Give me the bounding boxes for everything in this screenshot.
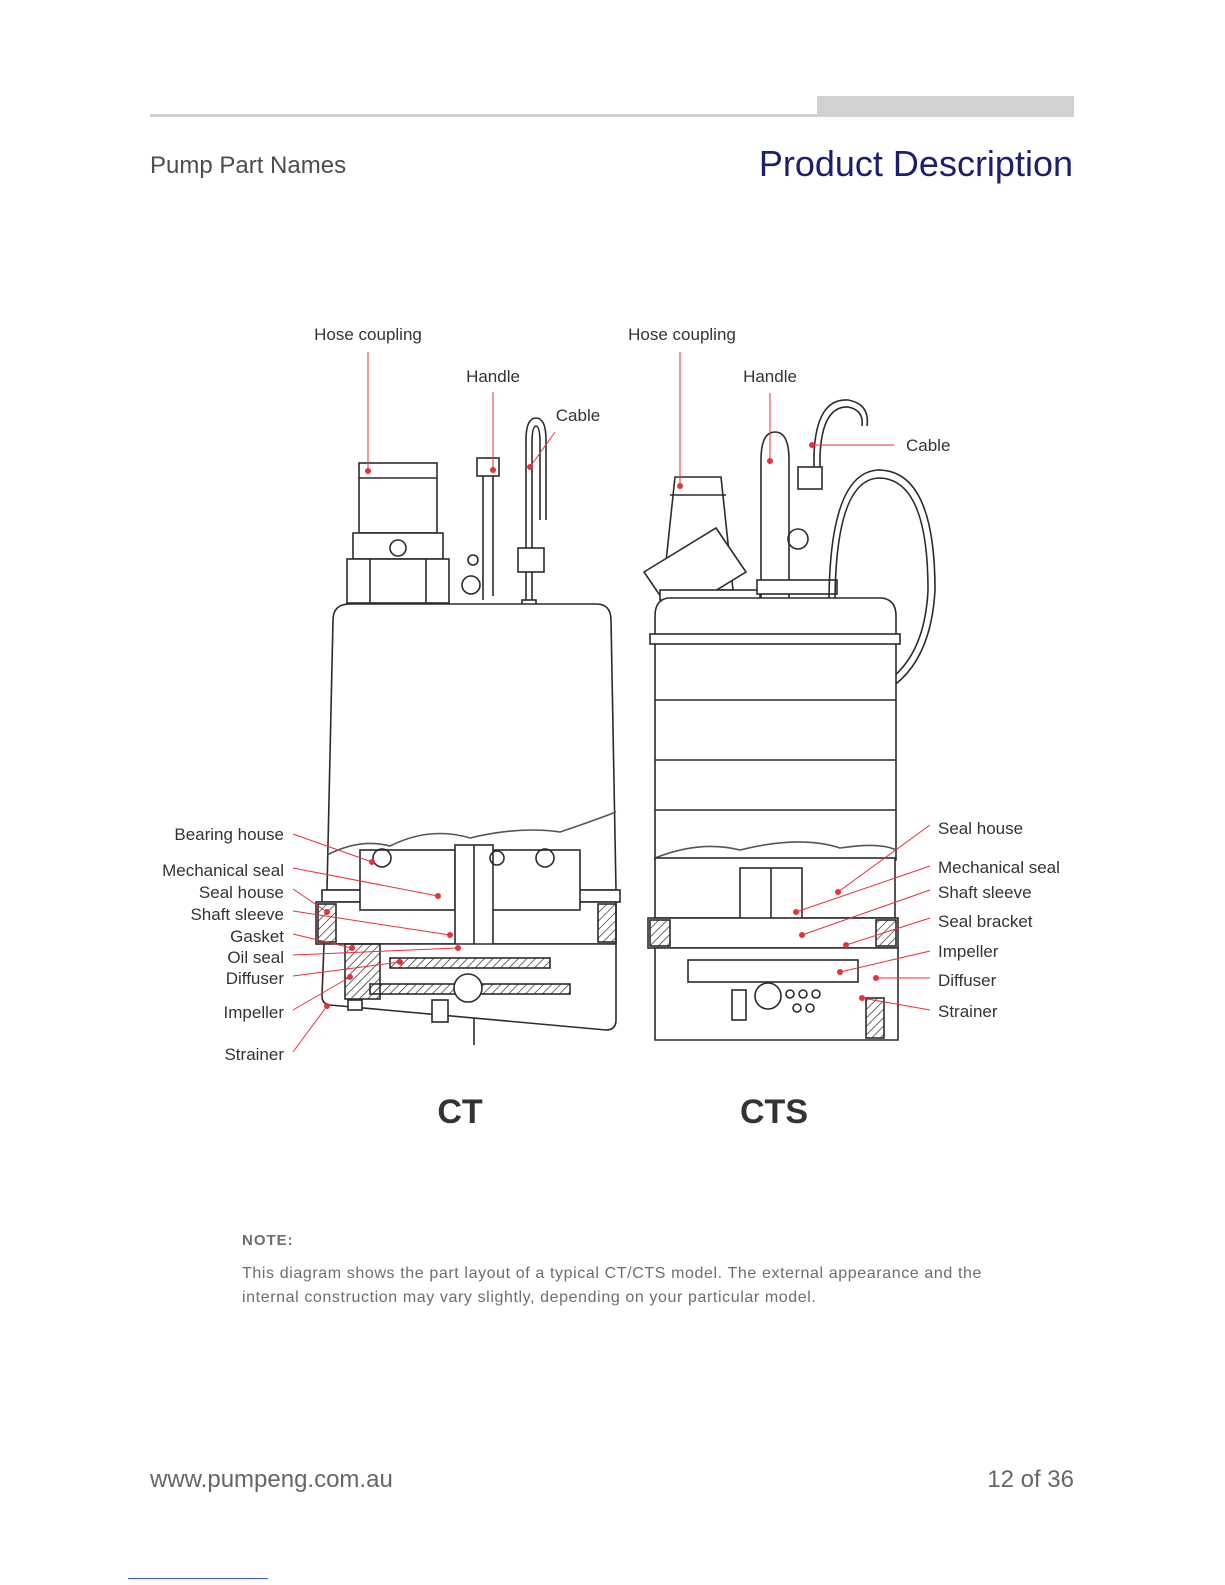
ct-label-impeller: Impeller (224, 1003, 285, 1022)
cts-model-name: CTS (740, 1093, 808, 1131)
cts-label-shaft-sleeve: Shaft sleeve (938, 883, 1032, 902)
cts-leader-lines (677, 352, 931, 1011)
cts-pump-illustration (642, 399, 936, 1041)
ct-label-oil-seal: Oil seal (227, 948, 284, 967)
ct-label-hose-coupling: Hose coupling (314, 325, 422, 344)
header-rule-block (817, 96, 1074, 117)
pump-parts-diagram: Hose coupling Handle Cable Bearing house… (162, 325, 1060, 1131)
header-rule (150, 114, 1074, 117)
ct-label-strainer: Strainer (224, 1045, 284, 1064)
note-text: This diagram shows the part layout of a … (242, 1265, 982, 1306)
bottom-edge-mark (128, 1578, 268, 1579)
cts-label-impeller: Impeller (938, 942, 999, 961)
ct-pump-illustration (315, 417, 621, 1045)
ct-label-seal-house: Seal house (199, 883, 284, 902)
cts-label-cable: Cable (906, 436, 950, 455)
ct-model-name: CT (437, 1093, 483, 1131)
ct-label-bearing-house: Bearing house (174, 825, 284, 844)
cts-label-hose-coupling: Hose coupling (628, 325, 736, 344)
cts-label-mechanical-seal: Mechanical seal (938, 858, 1060, 877)
footer-url[interactable]: www.pumpeng.com.au (150, 1466, 393, 1493)
cts-label-seal-house: Seal house (938, 819, 1023, 838)
section-title: Pump Part Names (150, 152, 347, 179)
ct-leader-lines (292, 352, 556, 1053)
cts-label-handle: Handle (743, 367, 797, 386)
note-title: NOTE: (242, 1232, 294, 1249)
ct-label-gasket: Gasket (230, 927, 284, 946)
page-number: 12 of 36 (987, 1466, 1074, 1493)
cts-label-strainer: Strainer (938, 1002, 998, 1021)
cts-label-seal-bracket: Seal bracket (938, 912, 1033, 931)
page-heading: Product Description (758, 143, 1073, 184)
ct-label-diffuser: Diffuser (226, 969, 285, 988)
ct-label-cable: Cable (556, 406, 600, 425)
ct-label-mechanical-seal: Mechanical seal (162, 861, 284, 880)
ct-label-shaft-sleeve: Shaft sleeve (190, 905, 284, 924)
ct-label-handle: Handle (466, 367, 520, 386)
cts-label-diffuser: Diffuser (938, 971, 997, 990)
